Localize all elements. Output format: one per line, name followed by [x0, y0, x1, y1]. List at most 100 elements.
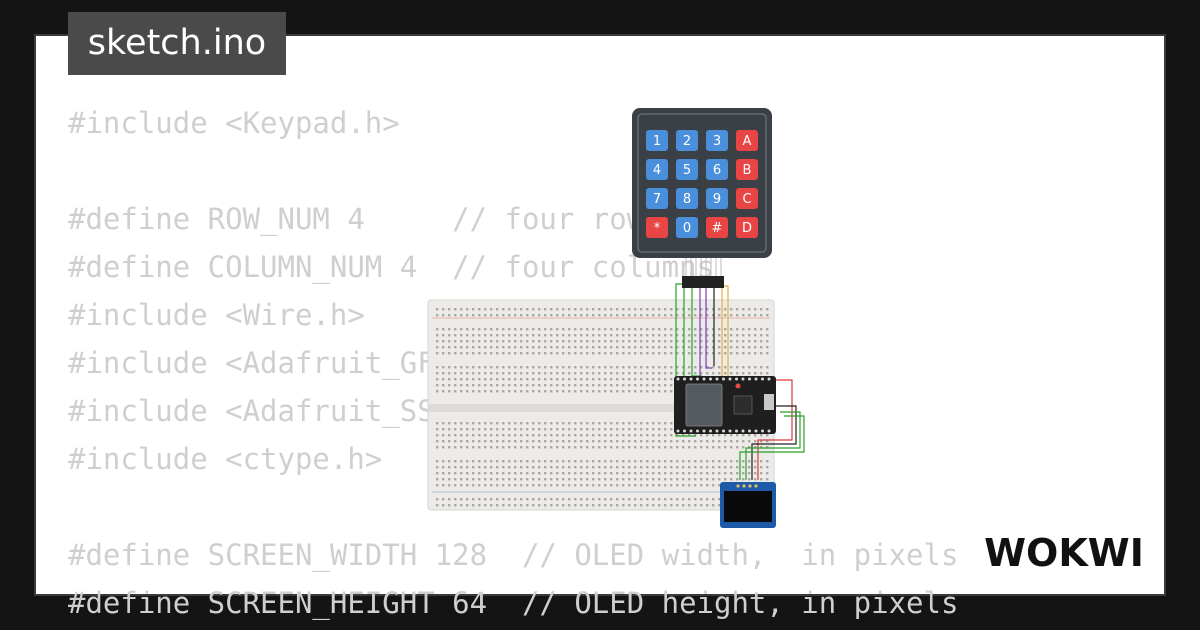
- breadboard-hole: [532, 440, 535, 443]
- breadboard-hole: [574, 314, 577, 317]
- breadboard-hole: [688, 446, 691, 449]
- breadboard-hole: [634, 378, 637, 381]
- breadboard-hole: [682, 352, 685, 355]
- breadboard-hole: [508, 428, 511, 431]
- keypad-key-3[interactable]: [706, 130, 728, 151]
- breadboard-hole: [478, 428, 481, 431]
- keypad-key-B[interactable]: [736, 159, 758, 180]
- breadboard-hole: [622, 378, 625, 381]
- keypad-key-*[interactable]: [646, 217, 668, 238]
- breadboard[interactable]: [427, 299, 775, 511]
- file-tab[interactable]: sketch.ino: [68, 12, 286, 75]
- breadboard-hole: [604, 498, 607, 501]
- breadboard-hole: [610, 366, 613, 369]
- keypad-key-D[interactable]: [736, 217, 758, 238]
- keypad-key-C[interactable]: [736, 188, 758, 209]
- breadboard-hole: [622, 484, 625, 487]
- breadboard-hole: [436, 460, 439, 463]
- breadboard-hole: [598, 340, 601, 343]
- breadboard-hole: [532, 472, 535, 475]
- breadboard-hole: [454, 390, 457, 393]
- breadboard-hole: [538, 340, 541, 343]
- keypad-key-8[interactable]: [676, 188, 698, 209]
- breadboard-hole: [466, 446, 469, 449]
- breadboard-hole: [544, 340, 547, 343]
- keypad-key-5[interactable]: [676, 159, 698, 180]
- breadboard-hole: [508, 378, 511, 381]
- breadboard-hole: [466, 384, 469, 387]
- breadboard-hole: [544, 372, 547, 375]
- breadboard-hole: [748, 472, 751, 475]
- esp32-board[interactable]: [674, 376, 776, 434]
- breadboard-hole: [760, 366, 763, 369]
- breadboard-hole: [556, 314, 559, 317]
- breadboard-hole: [604, 366, 607, 369]
- breadboard-hole: [550, 498, 553, 501]
- breadboard-hole: [592, 308, 595, 311]
- breadboard-hole: [634, 440, 637, 443]
- breadboard-hole: [490, 390, 493, 393]
- breadboard-hole: [478, 504, 481, 507]
- breadboard-hole: [502, 340, 505, 343]
- breadboard-hole: [754, 346, 757, 349]
- breadboard-hole: [742, 308, 745, 311]
- keypad-key-2[interactable]: [676, 130, 698, 151]
- breadboard-hole: [436, 466, 439, 469]
- breadboard-hole: [478, 478, 481, 481]
- breadboard-hole: [496, 334, 499, 337]
- breadboard-hole: [562, 504, 565, 507]
- breadboard-hole: [556, 308, 559, 311]
- breadboard-hole: [610, 372, 613, 375]
- breadboard-hole: [682, 334, 685, 337]
- breadboard-hole: [508, 498, 511, 501]
- breadboard-hole: [550, 378, 553, 381]
- breadboard-hole: [436, 378, 439, 381]
- breadboard-hole: [694, 440, 697, 443]
- breadboard-hole: [730, 434, 733, 437]
- breadboard-hole: [520, 498, 523, 501]
- breadboard-hole: [448, 422, 451, 425]
- breadboard-hole: [514, 340, 517, 343]
- breadboard-hole: [544, 346, 547, 349]
- breadboard-hole: [448, 498, 451, 501]
- keypad-key-1[interactable]: [646, 130, 668, 151]
- breadboard-hole: [466, 328, 469, 331]
- breadboard-hole: [622, 460, 625, 463]
- keypad-key-6[interactable]: [706, 159, 728, 180]
- breadboard-hole: [532, 498, 535, 501]
- breadboard-hole: [652, 440, 655, 443]
- breadboard-hole: [712, 466, 715, 469]
- breadboard-hole: [622, 498, 625, 501]
- breadboard-hole: [514, 366, 517, 369]
- breadboard-hole: [766, 340, 769, 343]
- keypad-key-4[interactable]: [646, 159, 668, 180]
- breadboard-hole: [598, 504, 601, 507]
- breadboard-hole: [748, 314, 751, 317]
- keypad-key-#[interactable]: [706, 217, 728, 238]
- breadboard-hole: [574, 466, 577, 469]
- breadboard-hole: [664, 472, 667, 475]
- breadboard-hole: [640, 328, 643, 331]
- breadboard-hole: [766, 308, 769, 311]
- breadboard-hole: [604, 484, 607, 487]
- breadboard-hole: [664, 478, 667, 481]
- breadboard-hole: [436, 428, 439, 431]
- keypad-key-7[interactable]: [646, 188, 668, 209]
- breadboard-hole: [634, 472, 637, 475]
- breadboard-hole: [580, 328, 583, 331]
- keypad-key-9[interactable]: [706, 188, 728, 209]
- esp32-pin: [767, 377, 771, 381]
- breadboard-hole: [640, 440, 643, 443]
- breadboard-hole: [580, 422, 583, 425]
- breadboard-hole: [520, 504, 523, 507]
- keypad-key-0[interactable]: [676, 217, 698, 238]
- breadboard-hole: [466, 334, 469, 337]
- breadboard-hole: [676, 484, 679, 487]
- breadboard-hole: [508, 328, 511, 331]
- breadboard-hole: [550, 346, 553, 349]
- keypad-key-A[interactable]: [736, 130, 758, 151]
- breadboard-hole: [580, 434, 583, 437]
- breadboard-hole: [646, 366, 649, 369]
- oled-display[interactable]: [720, 482, 776, 528]
